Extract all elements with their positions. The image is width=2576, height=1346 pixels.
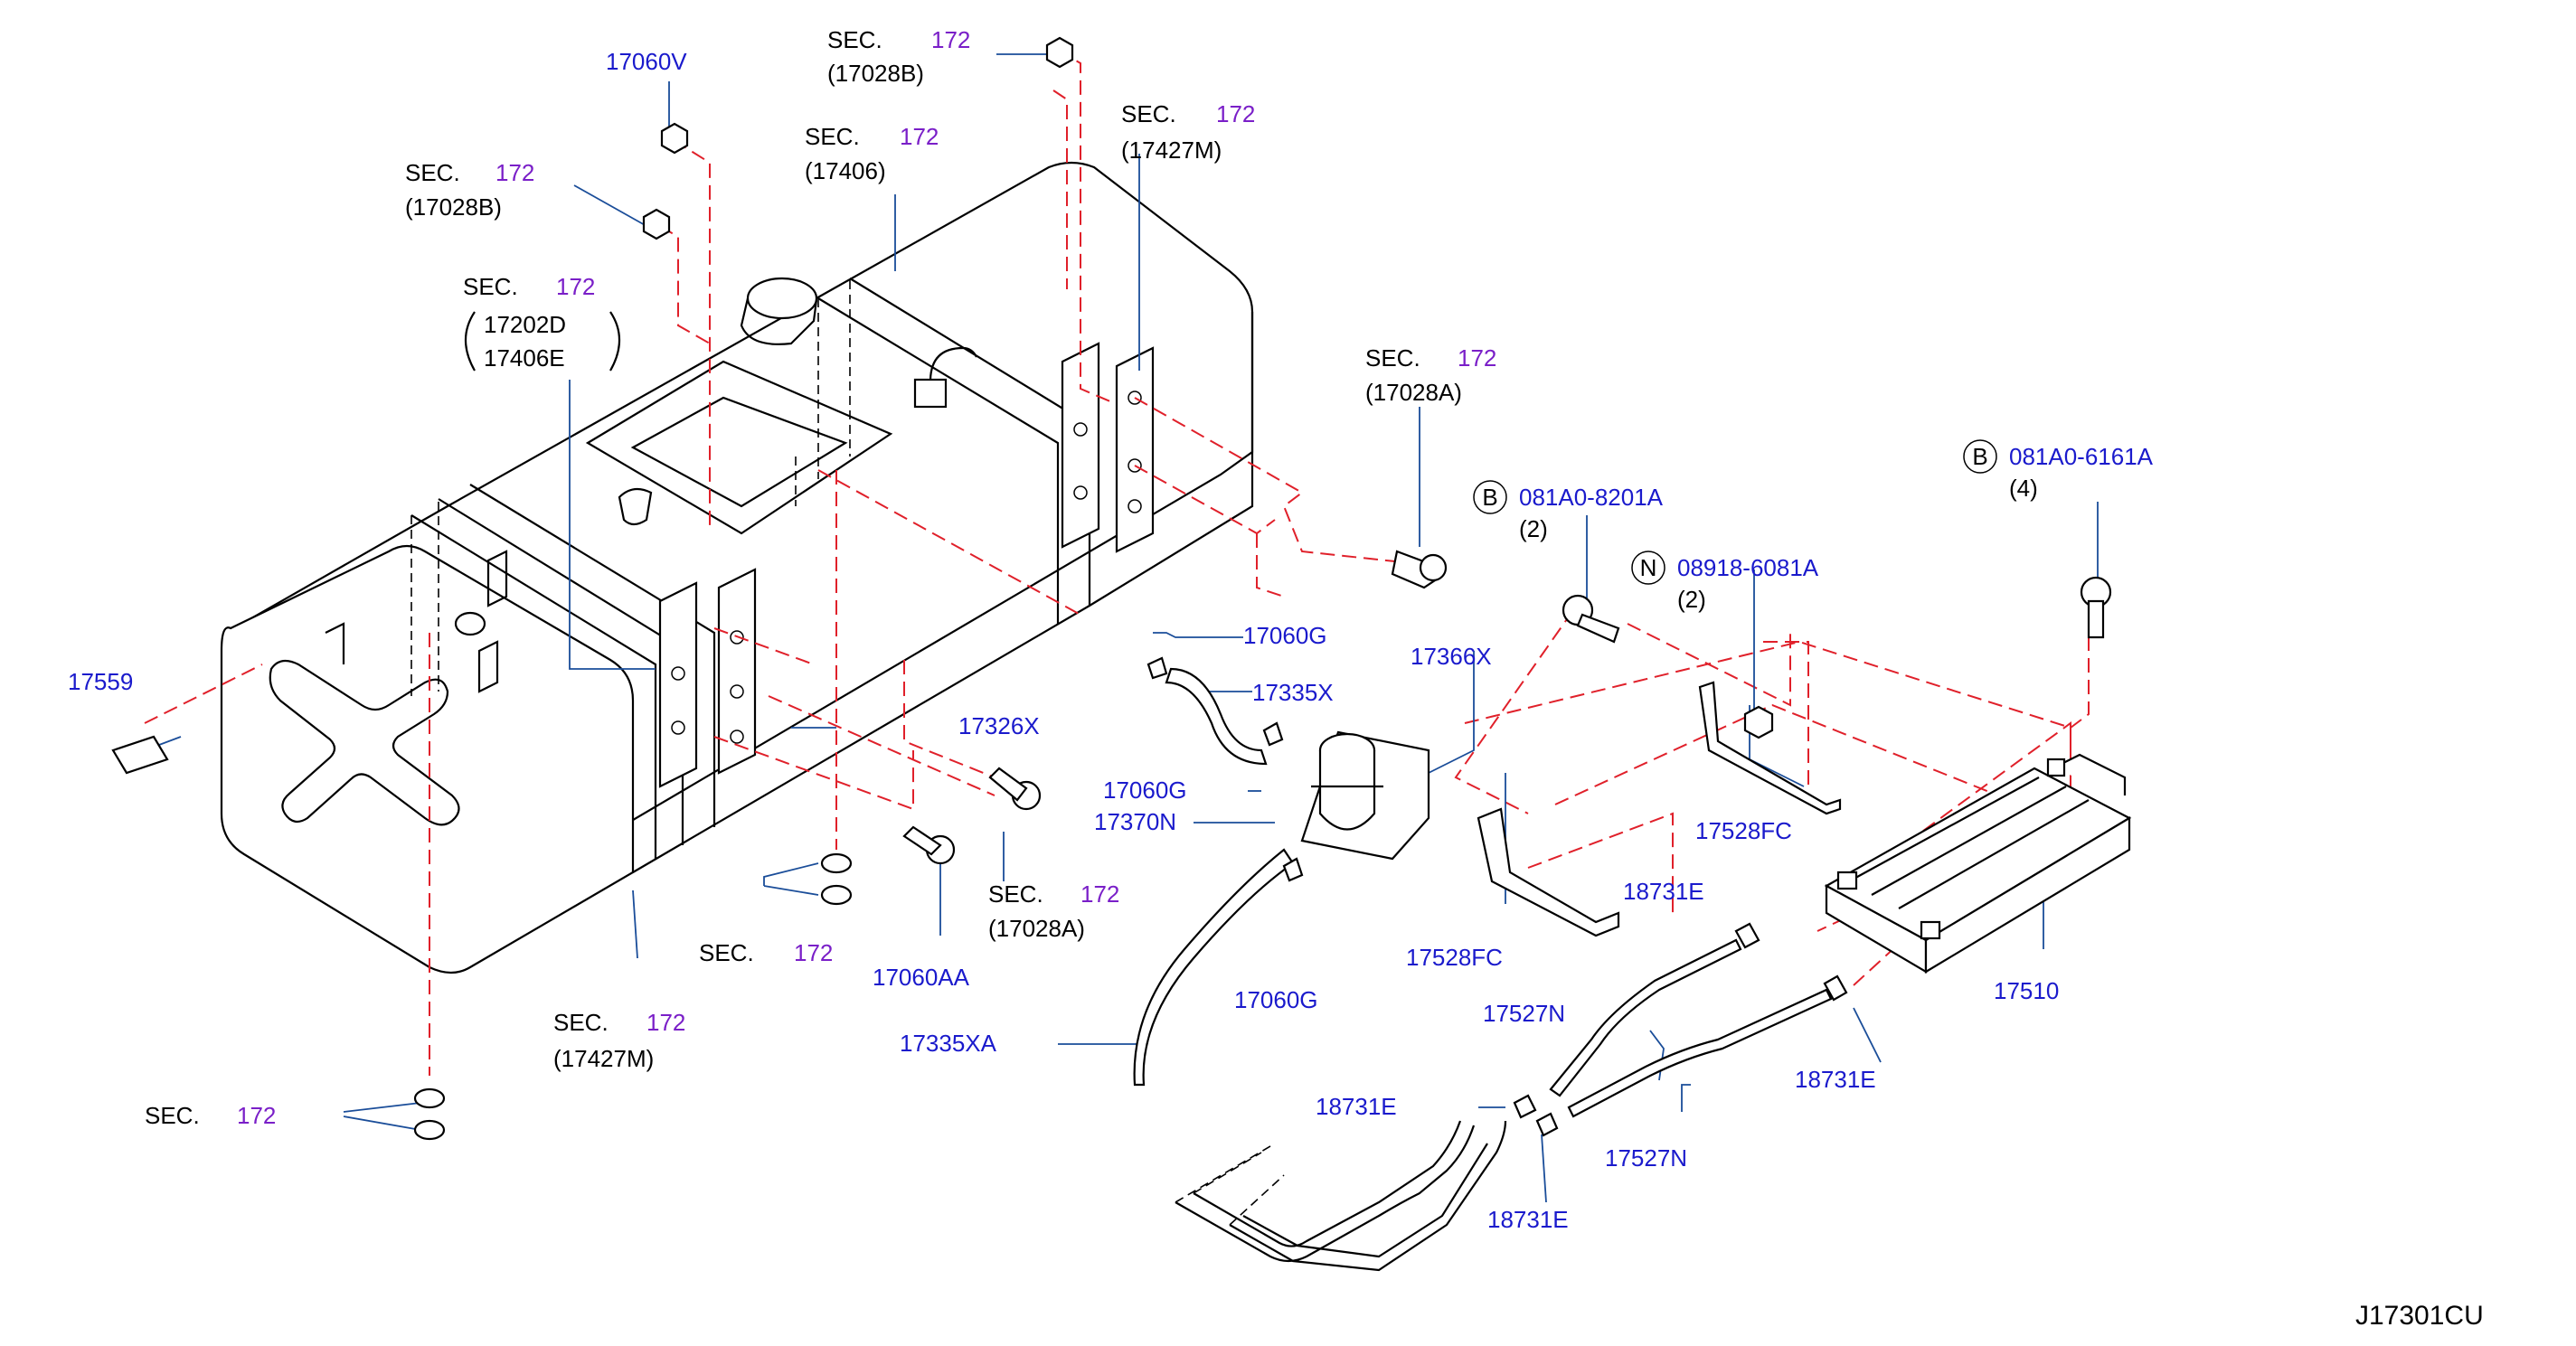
leader-lines [144,53,2099,1203]
callout-sec-washers-low: SEC. 172 [145,1102,276,1129]
fuel-tank [220,161,1254,974]
part-17060v: 17060V [606,48,687,75]
fasteners [111,36,2112,1141]
part-17527n-lower: 17527N [1605,1144,1687,1172]
quantity: (2) [1677,586,1706,613]
callout-081a0-6161a: B 081A0-6161A (4) [1963,439,2154,502]
labels: SEC. 172 (17028B) 17060V SEC. 172 (17406… [68,26,2484,1331]
callout-sec-washers-mid: SEC. 172 [699,939,833,966]
part-18731e-right: 18731E [1795,1066,1876,1093]
part-number: 081A0-8201A [1519,484,1664,511]
sec-ref: (17028B) [827,60,924,87]
sec-number: 172 [495,159,534,186]
sec-text: SEC. [463,273,518,300]
callout-sec-17427m-top: SEC. 172 (17427M) [1121,100,1255,164]
symbol-letter: B [1972,443,1987,470]
vent-tubes [1513,922,1848,1137]
sec-ref: 17406E [484,344,565,372]
part-number: 08918-6081A [1677,554,1819,581]
part-17528fc-left: 17528FC [1406,944,1503,971]
sec-number: 172 [794,939,833,966]
callout-sec-17028b-top: SEC. 172 (17028B) [827,26,970,87]
sec-text: SEC. [145,1102,200,1129]
part-17527n-upper: 17527N [1483,1000,1565,1027]
part-17060g-upper: 17060G [1243,622,1327,649]
part-18731e-bottom: 18731E [1487,1206,1569,1233]
charcoal-canister [1824,753,2132,974]
sec-text: SEC. [405,159,460,186]
evap-canister [1133,656,1430,1087]
part-17510: 17510 [1994,977,2059,1004]
sec-number: 172 [1458,344,1496,372]
part-17060g-mid: 17060G [1103,777,1187,804]
sec-number: 172 [556,273,595,300]
quantity: (4) [2009,475,2038,502]
sec-number: 172 [900,123,939,150]
sec-text: SEC. [1365,344,1420,372]
sec-ref: 17202D [484,311,566,338]
sec-number: 172 [1216,100,1255,127]
part-17060aa: 17060AA [873,964,970,991]
sec-text: SEC. [1121,100,1176,127]
symbol-circle [1631,551,1665,585]
callout-08918-6081a: N 08918-6081A (2) [1631,551,1819,613]
callout-sec-17028a-right: SEC. 172 (17028A) [1365,344,1496,406]
sec-ref: (17427M) [1121,136,1222,164]
part-17326x: 17326X [958,712,1040,739]
callout-sec-17028a-bottom: SEC. 172 (17028A) [988,880,1119,942]
sec-text: SEC. [988,880,1043,908]
sec-ref: (17028A) [1365,379,1462,406]
sec-number: 172 [1080,880,1119,908]
part-17335xa: 17335XA [900,1030,997,1057]
sec-number: 172 [237,1102,276,1129]
symbol-letter: N [1640,554,1657,581]
sec-text: SEC. [699,939,754,966]
sec-text: SEC. [827,26,882,53]
part-17559: 17559 [68,668,133,695]
sec-ref: (17028B) [405,193,502,221]
part-18731e-upper: 18731E [1623,878,1704,905]
bracket-left [465,311,476,372]
part-number: 081A0-6161A [2009,443,2154,470]
sec-number: 172 [931,26,970,53]
brackets [1477,681,1842,937]
sec-ref: (17028A) [988,915,1085,942]
callout-081a0-8201a: B 081A0-8201A (2) [1473,480,1664,542]
symbol-circle [1473,480,1507,514]
callout-sec-17406: SEC. 172 (17406) [805,123,939,184]
part-17528fc-right: 17528FC [1695,817,1792,844]
sec-number: 172 [646,1009,685,1036]
steel-tubes [1175,1120,1507,1272]
diagram-code: J17301CU [2355,1301,2484,1331]
sec-ref: (17427M) [553,1045,654,1072]
symbol-circle [1963,439,1997,474]
part-17366x: 17366X [1411,643,1492,670]
sec-text: SEC. [805,123,860,150]
bracket-right [609,311,620,372]
sec-ref: (17406) [805,157,886,184]
callout-sec-17202d: SEC. 172 17202D 17406E [463,273,620,372]
part-17370n: 17370N [1094,808,1176,835]
part-18731e-left: 18731E [1316,1093,1397,1120]
part-17060g-lower: 17060G [1234,986,1318,1013]
sec-text: SEC. [553,1009,609,1036]
quantity: (2) [1519,515,1548,542]
callout-sec-17427m-bottom: SEC. 172 (17427M) [553,1009,685,1072]
symbol-letter: B [1482,484,1497,511]
callout-sec-17028b-left: SEC. 172 (17028B) [405,159,534,221]
part-17335x: 17335X [1252,679,1334,706]
